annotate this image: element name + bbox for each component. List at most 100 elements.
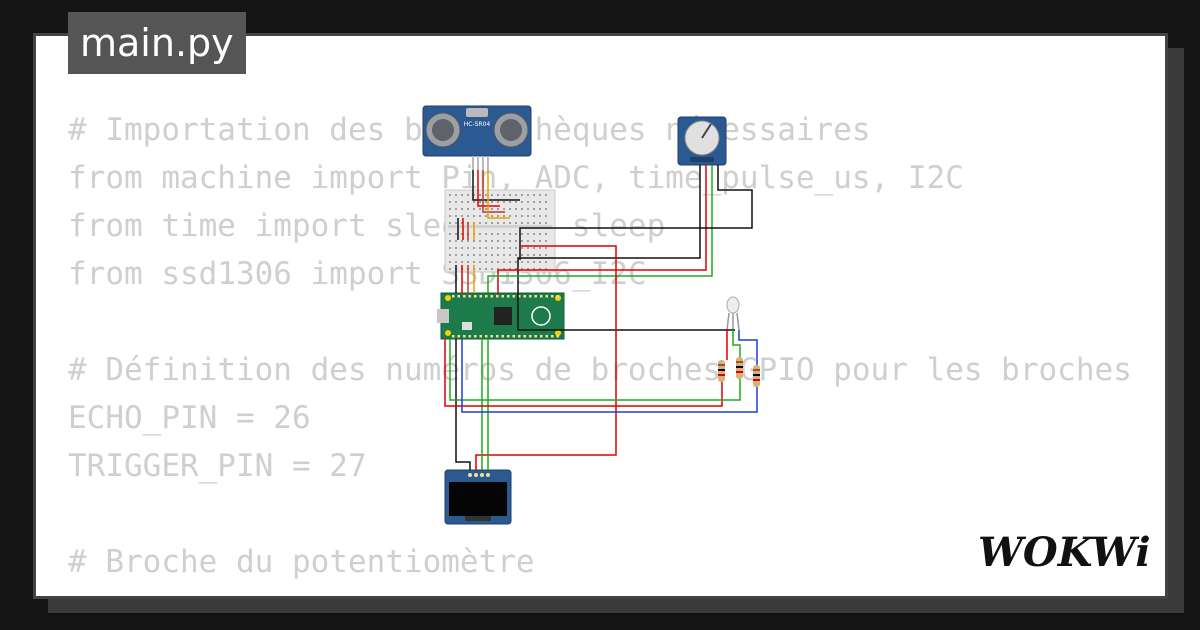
breadboard-hole — [515, 268, 517, 270]
pico-pin — [457, 335, 460, 338]
pico-pin — [496, 335, 499, 338]
breadboard-hole — [515, 233, 517, 235]
breadboard-hole — [515, 201, 517, 203]
breadboard-hole — [503, 254, 505, 256]
breadboard-hole — [449, 247, 451, 249]
breadboard-hole — [449, 222, 451, 224]
breadboard-hole — [545, 194, 547, 196]
breadboard-hole — [509, 240, 511, 242]
breadboard-hole — [521, 208, 523, 210]
ultrasonic-sensor[interactable]: HC-SR04 — [422, 105, 532, 170]
code-line: ECHO_PIN = 26 — [68, 400, 311, 436]
breadboard-hole — [473, 247, 475, 249]
pico-pin — [463, 335, 466, 338]
breadboard-hole — [461, 247, 463, 249]
file-tab[interactable]: main.py — [68, 12, 246, 74]
breadboard-hole — [467, 261, 469, 263]
pico-pin — [457, 295, 460, 298]
potentiometer[interactable] — [677, 116, 727, 166]
breadboard-hole — [479, 268, 481, 270]
breadboard-hole — [455, 222, 457, 224]
breadboard-hole — [461, 208, 463, 210]
pico-pin — [545, 335, 548, 338]
breadboard-hole — [491, 247, 493, 249]
breadboard-hole — [527, 247, 529, 249]
breadboard-hole — [509, 261, 511, 263]
pico-pin — [452, 335, 455, 338]
breadboard-hole — [515, 254, 517, 256]
breadboard-hole — [491, 233, 493, 235]
code-card: # Importation des bibliothèques nécessai… — [33, 33, 1168, 599]
code-line: from machine import Pin, ADC, time_pulse… — [68, 160, 964, 196]
pico-pin — [507, 335, 510, 338]
oled-display[interactable] — [444, 469, 512, 525]
breadboard-hole — [491, 208, 493, 210]
breadboard-hole — [539, 233, 541, 235]
breadboard-hole — [503, 247, 505, 249]
pico-pin — [501, 335, 504, 338]
breadboard-hole — [479, 215, 481, 217]
pico-pin — [479, 335, 482, 338]
breadboard-hole — [545, 261, 547, 263]
breadboard[interactable] — [444, 189, 556, 273]
breadboard-hole — [527, 194, 529, 196]
breadboard-hole — [521, 254, 523, 256]
breadboard-hole — [521, 201, 523, 203]
breadboard-hole — [485, 208, 487, 210]
breadboard-hole — [533, 261, 535, 263]
breadboard-hole — [491, 254, 493, 256]
breadboard-hole — [539, 247, 541, 249]
resistors[interactable] — [718, 357, 760, 387]
breadboard-hole — [449, 268, 451, 270]
breadboard-hole — [491, 201, 493, 203]
breadboard-hole — [497, 268, 499, 270]
breadboard-hole — [545, 201, 547, 203]
breadboard-hole — [515, 247, 517, 249]
breadboard-hole — [503, 194, 505, 196]
breadboard-hole — [479, 247, 481, 249]
breadboard-hole — [527, 268, 529, 270]
pico-pin — [452, 295, 455, 298]
breadboard-hole — [521, 247, 523, 249]
breadboard-hole — [485, 215, 487, 217]
breadboard-hole — [473, 201, 475, 203]
breadboard-hole — [449, 254, 451, 256]
pico-pin — [523, 335, 526, 338]
breadboard-hole — [515, 208, 517, 210]
breadboard-hole — [449, 261, 451, 263]
pico-board[interactable] — [437, 292, 565, 340]
breadboard-hole — [497, 261, 499, 263]
pico-pin — [540, 295, 543, 298]
breadboard-hole — [491, 215, 493, 217]
breadboard-hole — [497, 247, 499, 249]
breadboard-hole — [503, 201, 505, 203]
pico-pin — [534, 335, 537, 338]
breadboard-hole — [449, 215, 451, 217]
breadboard-hole — [527, 240, 529, 242]
breadboard-hole — [449, 208, 451, 210]
code-line: # Définition des numéros de broches GPIO… — [68, 352, 1132, 388]
pico-pin — [540, 335, 543, 338]
breadboard-hole — [509, 254, 511, 256]
breadboard-hole — [467, 215, 469, 217]
breadboard-hole — [491, 268, 493, 270]
breadboard-hole — [485, 261, 487, 263]
pico-pin — [556, 295, 559, 298]
pico-pin — [468, 295, 471, 298]
breadboard-hole — [545, 222, 547, 224]
breadboard-hole — [467, 254, 469, 256]
rgb-led[interactable] — [726, 296, 740, 331]
breadboard-hole — [509, 222, 511, 224]
breadboard-hole — [533, 268, 535, 270]
breadboard-hole — [521, 194, 523, 196]
pico-pin — [474, 295, 477, 298]
breadboard-hole — [467, 201, 469, 203]
breadboard-hole — [503, 233, 505, 235]
breadboard-hole — [473, 208, 475, 210]
wires — [444, 165, 758, 470]
breadboard-hole — [533, 222, 535, 224]
breadboard-hole — [545, 215, 547, 217]
wokwi-logo: WOKWi — [978, 529, 1150, 576]
breadboard-hole — [509, 247, 511, 249]
